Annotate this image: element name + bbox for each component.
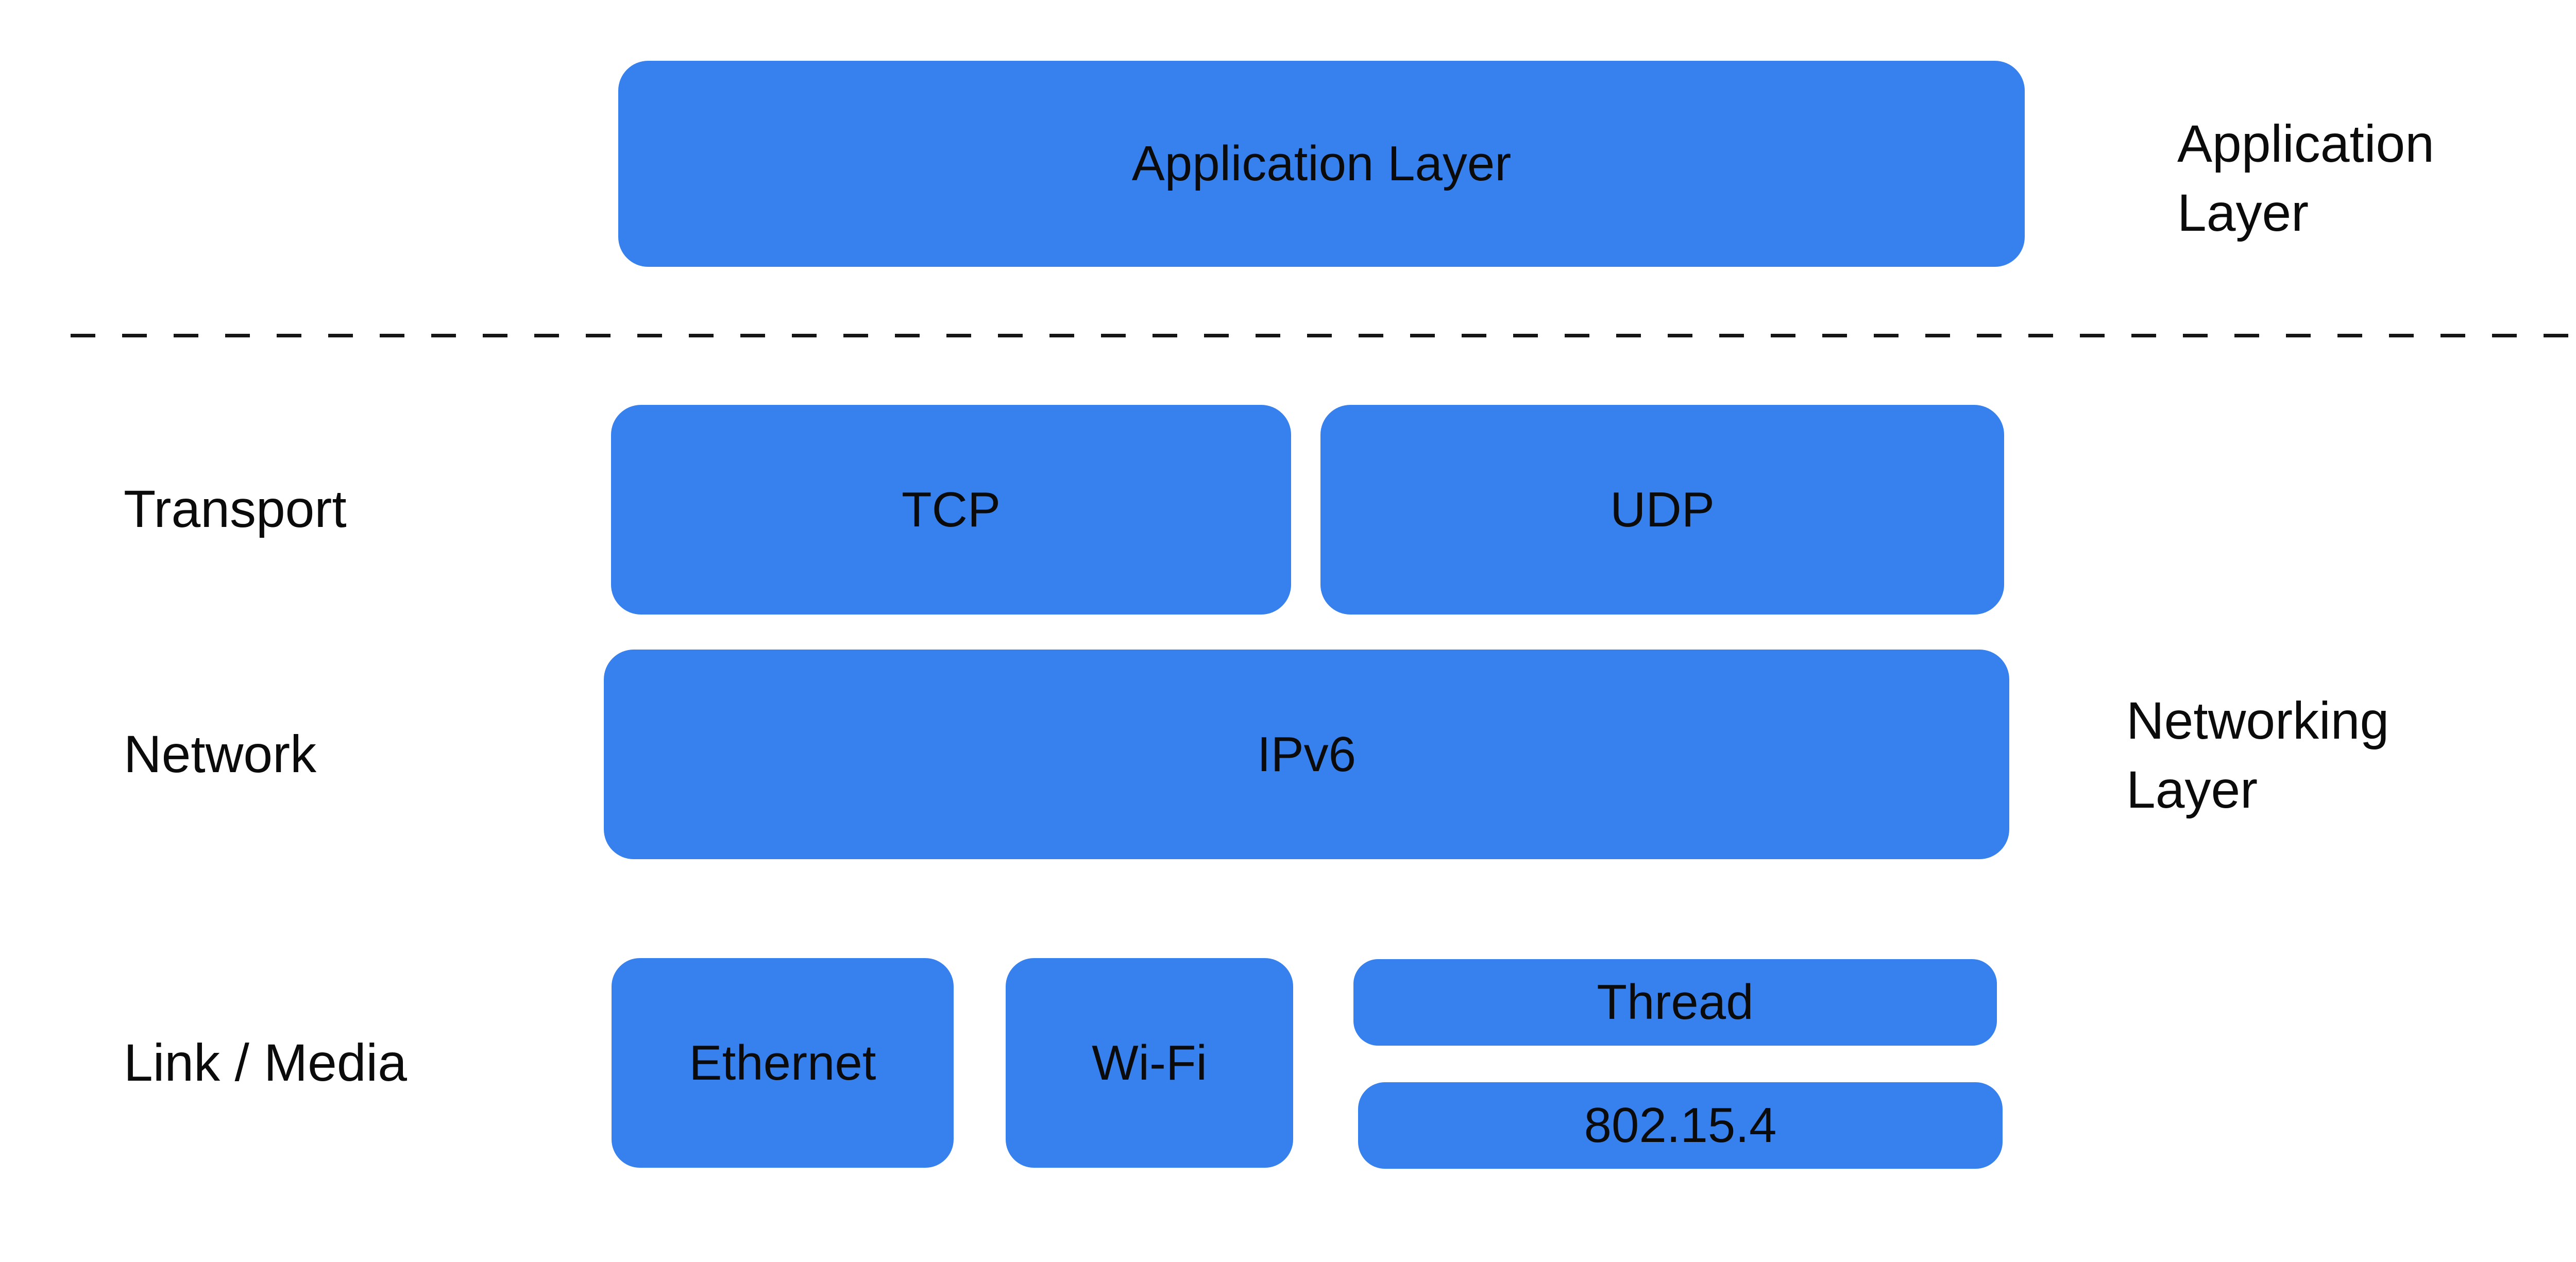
tcp-box: TCP — [611, 405, 1291, 615]
wifi-box: Wi-Fi — [1006, 958, 1293, 1168]
ethernet-box: Ethernet — [612, 958, 954, 1168]
right-label-networking-layer-line1: Networking — [2126, 691, 2389, 750]
left-label-link-media: Link / Media — [124, 1033, 407, 1092]
udp-box: UDP — [1320, 405, 2004, 615]
left-label-network: Network — [124, 725, 317, 783]
application-layer-box: Application Layer — [618, 61, 2025, 267]
right-label-networking-layer: Networking Layer — [2126, 686, 2389, 824]
thread-box: Thread — [1353, 959, 1997, 1046]
ipv6-box: IPv6 — [604, 650, 2009, 859]
dashed-divider-line — [71, 334, 2569, 337]
right-label-application-layer-line1: Application — [2177, 114, 2434, 173]
right-label-application-layer-line2: Layer — [2177, 183, 2309, 242]
right-label-networking-layer-line2: Layer — [2126, 760, 2258, 819]
802-15-4-box: 802.15.4 — [1358, 1082, 2003, 1169]
left-label-transport: Transport — [124, 480, 347, 538]
right-label-application-layer: Application Layer — [2177, 109, 2434, 247]
